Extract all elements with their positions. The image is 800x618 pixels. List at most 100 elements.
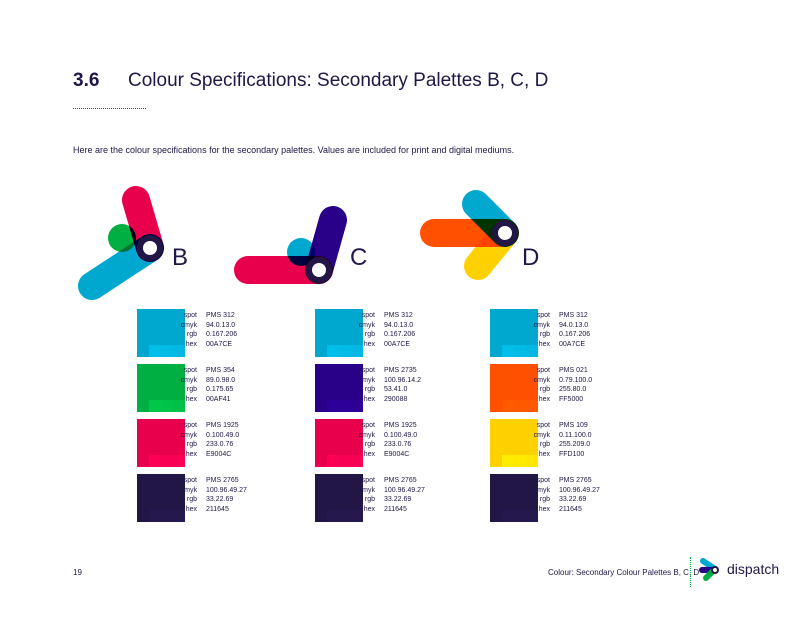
spec-label: spot [536,367,550,374]
spec-label: cmyk [533,321,550,329]
tint-cell [161,455,173,467]
tint-cell [339,510,351,522]
color-swatch [490,419,538,467]
spec-value: 100.96.49.27 [206,486,247,494]
spec-label: hex [538,340,550,348]
spec-row-cmyk: cmyk 100.96.14.2 [343,376,421,386]
tint-cell [502,455,514,467]
tint-strip [327,455,363,467]
spec-value: 100.96.14.2 [384,376,421,384]
spec-row-spot: spot PMS 1925 [343,421,417,431]
color-swatch [137,309,185,357]
tint-strip [327,400,363,412]
spec-value: 89.0.98.0 [206,376,236,384]
spec-value: PMS 2765 [206,477,239,484]
spec-label: cmyk [180,486,197,494]
logo-d [420,190,519,280]
spec-row-hex: hex FFD100 [518,450,592,460]
spec-label: cmyk [358,321,375,329]
tint-cell [173,455,185,467]
spec-label: cmyk [533,431,550,439]
spec-value: 0.175.65 [206,386,234,393]
spec-label: spot [536,422,550,429]
color-swatch [490,309,538,357]
color-swatch [137,419,185,467]
dispatch-logo-icon [699,558,719,581]
spec-value: 33.22.69 [206,496,234,503]
logo-c [234,206,347,284]
spec-label: hex [185,340,197,348]
spec-label: spot [361,367,375,374]
spec-row-spot: spot PMS 1925 [165,421,239,431]
spec-label: rgb [539,496,550,503]
color-swatch [315,474,363,522]
spec-value: FF5000 [559,395,584,403]
spec-label: spot [183,422,197,429]
logo-b [78,186,164,300]
spec-value: FFD100 [559,450,585,458]
spec-value: 211645 [559,505,582,513]
color-swatch [137,364,185,412]
spec-value: PMS 312 [384,312,413,319]
spec-row-hex: hex 00A7CE [518,340,590,350]
tint-cell [327,400,339,412]
tint-cell [149,400,161,412]
spec-value: 0.11.100.0 [559,431,592,439]
spec-value: 100.96.49.27 [384,486,425,494]
spec-value: E9004C [384,450,410,458]
spec-label: spot [361,422,375,429]
tint-cell [161,510,173,522]
palette-label-b: B [172,244,189,271]
tint-strip [502,455,538,467]
tint-cell [351,400,363,412]
spec-value: PMS 1925 [384,422,417,429]
spec-label: rgb [186,331,197,338]
spec-label: spot [361,477,375,484]
tint-strip [149,400,185,412]
spec-value: 00A7CE [559,340,586,348]
tint-cell [173,400,185,412]
spec-label: hex [538,450,550,458]
color-swatch [137,474,185,522]
spec-label: cmyk [180,376,197,384]
spec-label: spot [183,312,197,319]
tint-strip [149,510,185,522]
spec-label: cmyk [358,376,375,384]
color-swatch [315,419,363,467]
title-divider [73,108,146,109]
spec-value: 0.100.49.0 [384,431,418,439]
spec-row-cmyk: cmyk 0.11.100.0 [518,431,592,441]
tint-cell [514,345,526,357]
spec-value: PMS 1925 [206,422,239,429]
spec-label: rgb [539,441,550,448]
spec-label: hex [363,340,375,348]
spec-value: PMS 2765 [559,477,592,484]
tint-cell [502,510,514,522]
spec-value: PMS 354 [206,367,235,374]
spec-label: hex [363,395,375,403]
spec-label: spot [536,477,550,484]
brand-name: dispatch [727,561,780,577]
tint-cell [351,510,363,522]
spec-value: 100.96.49.27 [559,486,600,494]
tint-cell [526,455,538,467]
